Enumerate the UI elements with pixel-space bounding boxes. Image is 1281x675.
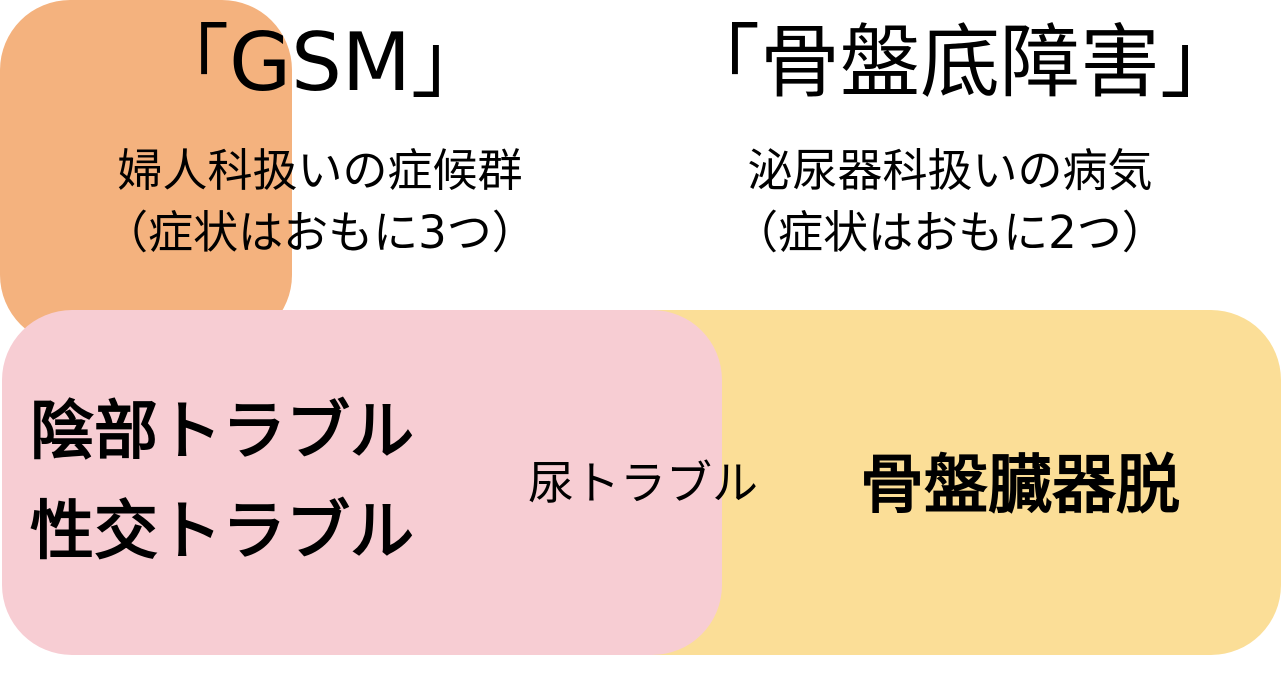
gsm-subtitle-line2: （症状はおもに3つ） [103, 206, 537, 259]
gsm-symptom-genital: 陰部トラブル [30, 395, 414, 469]
pelvic-floor-subtitle: 泌尿器科扱いの病気 （症状はおもに2つ） [640, 140, 1260, 264]
pelvic-floor-title: 「骨盤底障害」 [680, 16, 1240, 109]
pelvic-floor-subtitle-line1: 泌尿器科扱いの病気 [747, 144, 1153, 197]
overlap-region [0, 0, 292, 345]
gsm-subtitle: 婦人科扱いの症候群 （症状はおもに3つ） [10, 140, 630, 264]
gsm-region [2, 310, 722, 655]
gsm-subtitle-line1: 婦人科扱いの症候群 [117, 144, 523, 197]
pelvic-floor-subtitle-line2: （症状はおもに2つ） [733, 206, 1167, 259]
overlap-symptom-urinary: 尿トラブル [528, 456, 758, 510]
gsm-symptom-sexual: 性交トラブル [30, 495, 414, 569]
gsm-title: 「GSM」 [149, 16, 491, 109]
gsm-symptom-list: 陰部トラブル 性交トラブル [30, 382, 480, 582]
pelvic-floor-symptom-prolapse: 骨盤臓器脱 [860, 449, 1180, 523]
